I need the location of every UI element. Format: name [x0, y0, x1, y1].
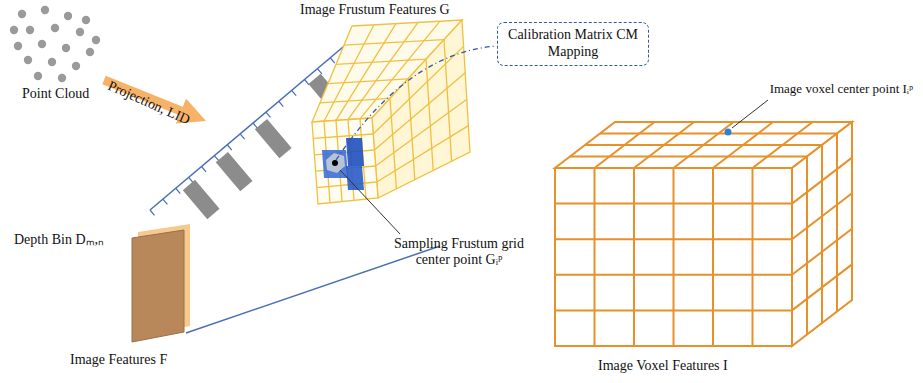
point-cloud	[10, 6, 100, 82]
frustum-ray	[186, 246, 440, 333]
frustum-grid	[312, 20, 470, 204]
voxel-center-dot	[725, 129, 732, 136]
text-label: Image Frustum Features G	[300, 2, 450, 18]
sampling-cells	[322, 138, 364, 190]
leader-line	[732, 100, 768, 128]
text-label: Depth Bin Dₘ,ₙ	[14, 232, 104, 248]
image-feature-map	[132, 224, 190, 342]
mapping-curve	[336, 46, 496, 160]
process-box: Calibration Matrix CM Mapping	[497, 22, 649, 66]
text-label: Sampling Frustum grid center point Gᵢᵖ	[384, 236, 534, 268]
text-label: Point Cloud	[22, 86, 89, 102]
text-label: Image voxel center point Iᵢᵖ	[770, 82, 913, 97]
leader-line	[340, 170, 400, 234]
box-text: Calibration Matrix CM Mapping	[508, 27, 638, 59]
text-label: Image Voxel Features I	[598, 358, 728, 374]
text-label: Projection, LID	[105, 78, 192, 128]
voxel-grid	[555, 122, 852, 346]
text-label: Image Features F	[70, 352, 167, 368]
